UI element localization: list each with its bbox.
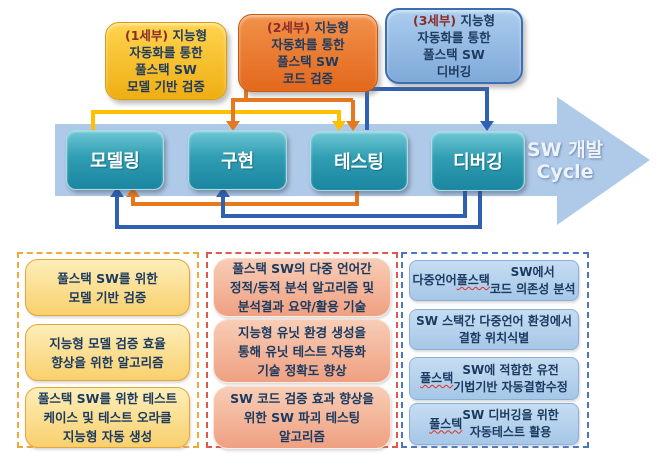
task-box: SW 코드 검증 효과 향상을 위한 SW 파괴 테스팅 알고리즘: [213, 386, 391, 449]
phase1-column: 풀스택 SW를 위한 모델 기반 검증 지능형 모델 검증 효율 향상을 위한 …: [17, 252, 199, 448]
edge-modeling-to-testing: [91, 110, 346, 131]
task-box: 풀스택 SW의 다중 언어간 정적/동적 분석 알고리즘 및 분석결과 요약/활…: [213, 258, 391, 317]
callout-phase1-prefix: (1세부): [125, 28, 169, 43]
stage-debugging-label: 디버깅: [453, 152, 503, 173]
task-box: 지능형 유닛 환경 생성을 통해 유닛 테스트 자동화 기술 정확도 향상: [213, 319, 391, 383]
edge-debugging-to-modeling: [110, 187, 482, 229]
callout-phase2-body: 자동화를 통한 풀스택 SW 코드 검증: [271, 37, 345, 86]
stage-testing: 테스팅: [310, 131, 408, 191]
cycle-arrow-label-line1: SW 개발: [526, 139, 604, 161]
task-box: 지능형 모델 검증 효율 향상을 위한 알고리즘: [25, 324, 190, 381]
task-box: SW 스택간 다중언어 환경에서 결함 위치식별: [409, 309, 579, 350]
callout-phase3-title: (3세부) 지능형: [413, 12, 495, 29]
callout-phase1-body: 자동화를 통한 풀스택 SW 모델 기반 검증: [127, 45, 205, 94]
cycle-arrow-label-line2: Cycle: [536, 161, 594, 183]
stage-debugging: 디버깅: [431, 131, 525, 191]
callout-phase1-title: (1세부) 지능형: [125, 27, 207, 44]
stage-modeling-label: 모델링: [90, 151, 140, 172]
edge-testing-to-modeling: [126, 187, 359, 206]
callout-phase3-prefix: (3세부): [413, 13, 457, 28]
callout-phase2: (2세부) 지능형 자동화를 통한 풀스택 SW 코드 검증: [238, 14, 378, 92]
callout-phase2-title-rest: 지능형: [310, 20, 349, 35]
phase3-column: 다중언어 풀스택 SW에서 코드 의존성 분석 SW 스택간 다중언어 환경에서…: [401, 252, 589, 448]
task-box: 풀스텍 SW 디버깅을 위한 자동테스트 활용: [409, 403, 579, 445]
task-box: 풀스택 SW에 적합한 유전 기법기반 자동결함수정: [409, 357, 579, 400]
callout-phase1-title-rest: 지능형: [168, 28, 207, 43]
edge-phase2-to-implementation-and-testing: [226, 88, 360, 131]
callout-phase1: (1세부) 지능형 자동화를 통한 풀스택 SW 모델 기반 검증: [105, 22, 227, 100]
stage-implementation: 구현: [188, 130, 287, 190]
stage-testing-label: 테스팅: [334, 152, 384, 173]
stage-modeling: 모델링: [66, 130, 164, 190]
callout-phase3-body: 자동화를 통한 풀스택 SW 디버깅: [417, 30, 491, 79]
edge-testing-to-debugging: [365, 87, 494, 131]
phase2-column: 풀스택 SW의 다중 언어간 정적/동적 분석 알고리즘 및 분석결과 요약/활…: [206, 252, 398, 449]
callout-phase3-title-rest: 지능형: [456, 13, 495, 28]
cycle-arrow-label: SW 개발 Cycle: [515, 139, 615, 183]
callout-phase3: (3세부) 지능형 자동화를 통한 풀스택 SW 디버깅: [385, 8, 523, 84]
callout-phase2-title: (2세부) 지능형: [267, 19, 349, 36]
callout-phase2-prefix: (2세부): [267, 20, 311, 35]
task-box: 다중언어 풀스택 SW에서 코드 의존성 분석: [409, 260, 579, 301]
task-box: 풀스택 SW를 위한 모델 기반 검증: [25, 259, 190, 316]
edge-debugging-to-implementation: [216, 187, 467, 218]
stage-implementation-label: 구현: [220, 151, 255, 172]
task-box: 풀스택 SW를 위한 테스트 케이스 및 테스트 오라클 지능형 자동 생성: [25, 387, 190, 448]
